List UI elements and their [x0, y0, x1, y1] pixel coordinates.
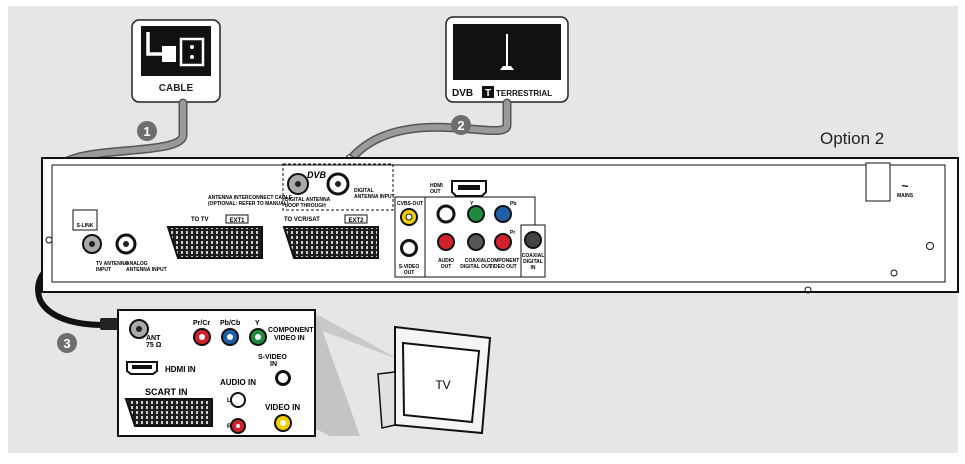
to-tv-label: TO TV — [191, 217, 209, 223]
scart-ext2-port — [282, 226, 379, 259]
tv-pb-label: Pb/Cb — [220, 320, 240, 327]
svg-text:OUT: OUT — [441, 264, 452, 270]
analog-antenna-label: ANALOG — [126, 261, 148, 267]
component-out-pb-port — [494, 205, 512, 223]
svg-text:R: R — [227, 424, 232, 430]
component-out-y-port — [467, 205, 485, 223]
option-label: Option 2 — [820, 129, 884, 148]
interconnect-label: ANTENNA INTERCONNECT CABLE — [208, 195, 293, 201]
dvbt-t-text: T — [485, 88, 491, 99]
digital-loop-label: DIGITAL ANTENNA — [285, 197, 331, 203]
rf-tv-antenna-label: TV ANTENNA — [96, 261, 128, 267]
ext2-label: EXT2 — [348, 218, 364, 224]
svg-text:Pb: Pb — [510, 201, 516, 207]
svg-text:VIDEO IN: VIDEO IN — [274, 335, 305, 342]
antenna-icon — [500, 34, 514, 70]
audio-out-right-port — [437, 233, 455, 251]
coaxial-out-port — [467, 233, 485, 251]
svg-text:INPUT: INPUT — [96, 267, 111, 273]
svg-text:IN: IN — [531, 265, 536, 271]
svg-text:ANTENNA INPUT: ANTENNA INPUT — [126, 267, 167, 273]
slink-label: S-LINK — [77, 223, 94, 229]
tv-scart-label: SCART IN — [145, 387, 188, 397]
recorder-back-panel: S-LINK TV ANTENNA INPUT ANALOG ANTENNA I… — [41, 157, 959, 294]
scart-ext1-port — [166, 226, 263, 259]
tv-svideo-label: S-VIDEO — [258, 354, 287, 361]
tv-video-label: VIDEO IN — [265, 403, 300, 412]
tv-rear-panel: ANT 75 Ω Pr/Cr Pb/Cb Y COMPONENT VIDEO I… — [117, 309, 360, 437]
tv-component-label: COMPONENT — [268, 327, 314, 334]
hdmi-out-label: HDMI — [430, 183, 443, 189]
svg-text:1: 1 — [143, 124, 150, 139]
tv-ohm-label: 75 Ω — [146, 342, 162, 349]
audio-out-label: AUDIO — [438, 258, 454, 264]
tv-audio-label: AUDIO IN — [220, 378, 256, 387]
svg-text:ANTENNA INPUT: ANTENNA INPUT — [354, 194, 395, 200]
component-out-pr-port — [494, 233, 512, 251]
svg-text:2: 2 — [457, 118, 464, 133]
svg-text:DIGITAL: DIGITAL — [523, 259, 543, 265]
tv-scart-port — [124, 398, 213, 427]
step-badge-3: 3 — [57, 333, 77, 353]
coaxial-in-label: COAXIAL — [522, 253, 545, 259]
svg-text:OUT: OUT — [430, 189, 441, 195]
step-badge-2: 2 — [451, 115, 471, 135]
mains-label: MAINS — [897, 193, 914, 199]
wall-socket-icon — [179, 37, 205, 67]
svg-text:VIDEO OUT: VIDEO OUT — [489, 264, 517, 270]
coaxial-in-port — [524, 231, 542, 249]
step-badge-1: 1 — [137, 121, 157, 141]
tv-pr-label: Pr/Cr — [193, 320, 210, 327]
svg-text:3: 3 — [63, 336, 70, 351]
svg-text:DIGITAL OUT: DIGITAL OUT — [460, 264, 491, 270]
svg-text:Y: Y — [470, 201, 474, 207]
svg-text:L: L — [227, 398, 231, 404]
mains-symbol: ~ — [901, 179, 908, 193]
tv-audio-left-port — [230, 392, 246, 408]
dvb-logo: DVB — [307, 170, 327, 180]
tv-ant-label: ANT — [146, 335, 161, 342]
cable-label: CABLE — [159, 83, 194, 94]
tv-illustration: TV — [318, 315, 492, 435]
digital-input-label: DIGITAL — [354, 188, 374, 194]
svg-text:(OPTIONAL: REFER TO MANUAL): (OPTIONAL: REFER TO MANUAL) — [208, 201, 289, 207]
svg-text:IN: IN — [270, 361, 277, 368]
dvbt-source: DVB T TERRESTRIAL — [445, 16, 569, 103]
cvbs-out-label: CVBS-OUT — [397, 201, 423, 207]
tv-hdmi-label: HDMI IN — [165, 365, 196, 374]
svg-text:OUT: OUT — [404, 270, 415, 276]
svg-text:Pr: Pr — [510, 230, 515, 236]
component-out-label: COMPONENT — [487, 258, 520, 264]
svg-text:LOOP THROUGH: LOOP THROUGH — [285, 203, 326, 209]
dvb-text: DVB — [452, 88, 473, 99]
tv-screen — [401, 341, 481, 424]
tv-label: TV — [435, 378, 450, 392]
audio-out-left-port — [436, 204, 456, 224]
terrestrial-text: TERRESTRIAL — [496, 89, 552, 98]
ext1-label: EXT1 — [229, 218, 245, 224]
tv-y-label: Y — [255, 320, 260, 327]
coaxial-out-label: COAXIAL — [465, 258, 488, 264]
svideo-out-label: S-VIDEO — [399, 264, 420, 270]
cable-source: CABLE — [131, 19, 221, 103]
to-vcr-label: TO VCR/SAT — [284, 217, 320, 223]
cable-plug-icon — [146, 32, 164, 56]
